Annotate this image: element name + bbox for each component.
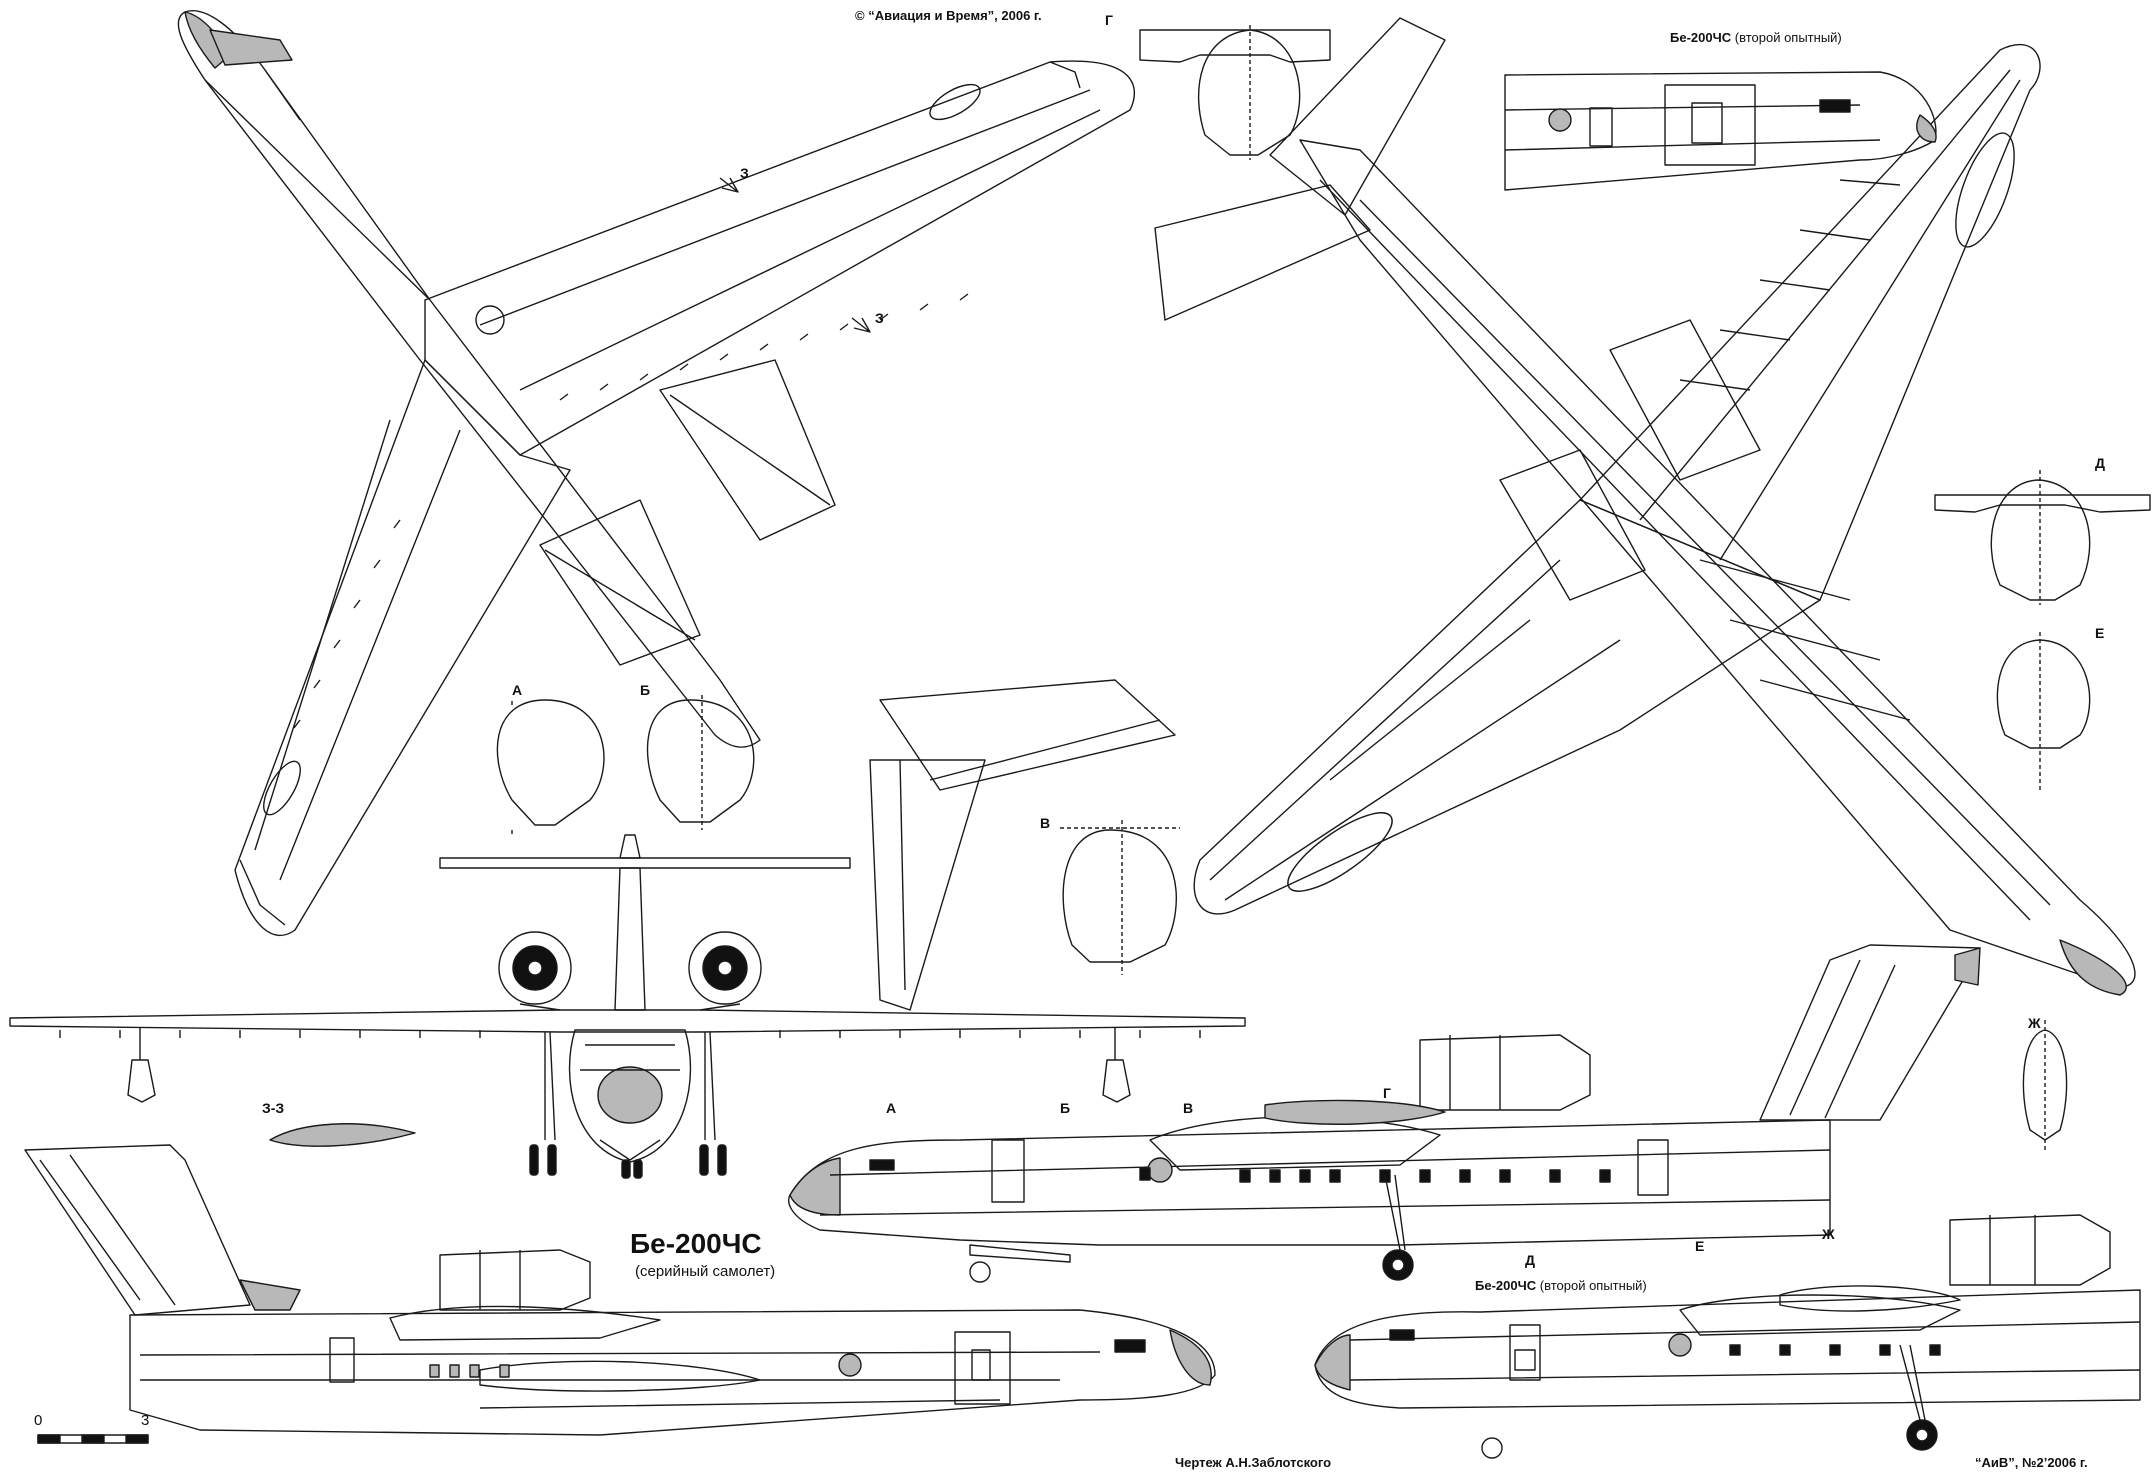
station-mark-a: А [886,1100,897,1116]
plan-view-top [177,10,1176,1011]
section-zz-title: З-З [262,1100,285,1116]
section-label-d: Д [2095,455,2105,471]
plan-view-bottom [1154,17,2136,996]
section-label-v: В [1040,815,1051,831]
prototype-bottom-note: (второй опытный) [1539,1278,1647,1293]
prototype-top-note: (второй опытный) [1734,30,1842,45]
scale-zero: 0 [34,1412,43,1429]
side-view-prototype [1314,1214,2141,1459]
station-mark-d: Д [1525,1252,1535,1268]
station-mark-b: Б [1060,1100,1071,1116]
prototype-bottom-name: Бе-200ЧС [1475,1278,1537,1293]
author-credit: Чертеж А.Н.Заблотского [1175,1455,1332,1470]
prototype-top-name: Бе-200ЧС [1670,30,1732,45]
section-label-b: Б [640,682,651,698]
copyright-text: © “Авиация и Время”, 2006 г. [855,8,1042,23]
station-mark-g: Г [1383,1085,1391,1101]
prototype-top-caption: Бе-200ЧС (второй опытный) [1670,30,1842,45]
section-label-a: А [512,682,523,698]
cross-sections [269,25,2151,1150]
station-mark-v: В [1183,1100,1194,1116]
section-label-zh: Ж [2028,1015,2041,1031]
scale-max: 3 [141,1412,150,1429]
station-mark-zh: Ж [1822,1226,1835,1242]
scale-bar [37,1434,149,1444]
front-view [9,834,1246,1179]
section-label-e: Е [2095,625,2105,641]
nose-detail-prototype [1504,71,1937,191]
station-mark-e: Е [1695,1238,1705,1254]
cut-mark-2: З [875,310,884,326]
prototype-bottom-caption: Бе-200ЧС (второй опытный) [1475,1278,1647,1293]
main-title: Бе-200ЧС [630,1228,762,1259]
section-label-g: Г [1105,12,1113,28]
main-subtitle: (серийный самолет) [635,1263,776,1280]
side-view-main [788,944,1981,1283]
cut-mark-1: З [740,165,749,181]
side-view-serial [24,1144,1216,1436]
issue-credit: “АиВ”, №2’2006 г. [1975,1455,2088,1470]
